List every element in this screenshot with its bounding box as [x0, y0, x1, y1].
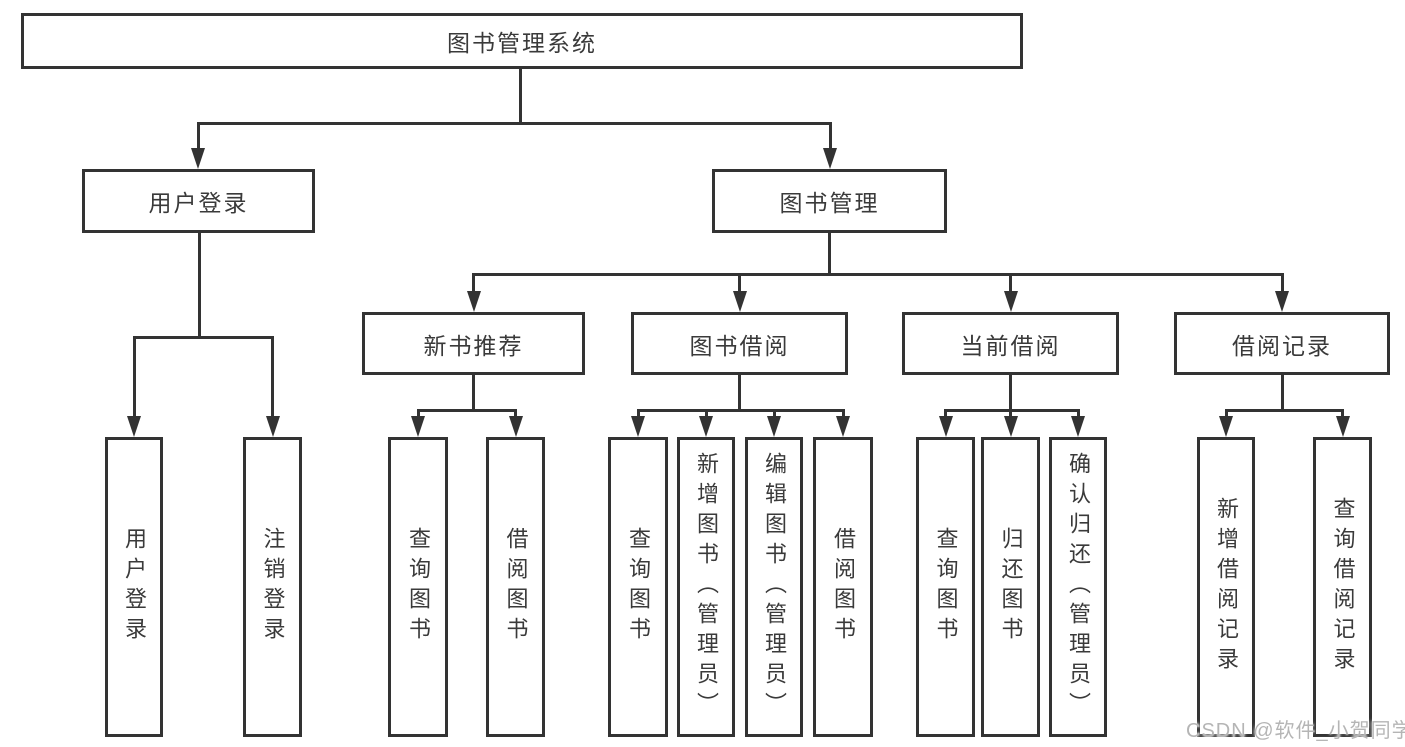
leaf-bb-borrow-books: 借阅图书	[813, 437, 873, 737]
connector-line	[472, 375, 475, 412]
connector-line	[271, 336, 274, 418]
node-current-borrow: 当前借阅	[902, 312, 1119, 375]
connector-line	[1009, 409, 1012, 419]
connector-line	[828, 122, 832, 150]
leaf-br-query-borrow-record: 查询借阅记录	[1313, 437, 1372, 737]
node-label: 查询借阅记录	[1330, 497, 1356, 677]
arrow-down	[1219, 416, 1233, 437]
node-user-login: 用户登录	[82, 169, 315, 233]
arrow-down	[191, 148, 205, 169]
arrow-down	[411, 416, 425, 437]
arrow-down	[1003, 416, 1018, 437]
connector-line	[636, 409, 845, 412]
connector-line	[1224, 409, 1344, 412]
arrow-down	[466, 291, 481, 312]
arrow-down	[127, 416, 141, 437]
connector-line	[416, 409, 517, 412]
connector-line	[636, 409, 640, 419]
connector-line	[132, 336, 136, 418]
node-label: 确认归还（管理员）	[1066, 452, 1091, 722]
node-label: 注销登录	[260, 527, 286, 647]
arrow-down	[1003, 291, 1018, 312]
node-label: 新书推荐	[423, 332, 524, 359]
node-label: 借阅记录	[1232, 332, 1332, 359]
connector-line	[1224, 409, 1228, 419]
leaf-br-add-borrow-record: 新增借阅记录	[1197, 437, 1255, 737]
node-label: 借阅图书	[503, 527, 529, 647]
connector-line	[472, 273, 475, 293]
connector-line	[196, 122, 200, 150]
arrow-down	[508, 416, 523, 437]
arrow-down	[1071, 416, 1085, 437]
leaf-nbr-borrow-books: 借阅图书	[486, 437, 545, 737]
connector-line	[519, 69, 522, 122]
connector-line	[841, 409, 845, 419]
csdn-watermark: CSDN @软件_小贺同学	[1186, 720, 1405, 742]
leaf-bb-edit-books-admin: 编辑图书（管理员）	[745, 437, 803, 737]
connector-line	[944, 409, 947, 419]
leaf-nbr-query-books: 查询图书	[388, 437, 448, 737]
node-label: 查询图书	[626, 527, 651, 647]
connector-line	[704, 409, 708, 419]
leaf-user-login: 用户登录	[105, 437, 163, 737]
connector-line	[1009, 375, 1012, 412]
node-label: 用户登录	[122, 527, 147, 647]
leaf-bb-add-books-admin: 新增图书（管理员）	[677, 437, 735, 737]
node-book-management: 图书管理	[712, 169, 947, 233]
arrow-down	[938, 416, 953, 437]
arrow-down	[823, 148, 837, 169]
leaf-cb-return-books: 归还图书	[981, 437, 1040, 737]
arrow-down	[767, 416, 781, 437]
connector-line	[196, 122, 832, 125]
arrow-down	[836, 416, 850, 437]
connector-line	[472, 273, 1282, 276]
node-label: 新增图书（管理员）	[694, 452, 719, 722]
connector-line	[828, 233, 831, 276]
connector-line	[132, 336, 274, 339]
node-label: 查询图书	[933, 527, 959, 647]
leaf-cb-query-books: 查询图书	[916, 437, 975, 737]
connector-line	[1280, 273, 1284, 293]
arrow-down	[265, 416, 280, 437]
node-label: 图书管理	[779, 190, 880, 216]
node-label: 借阅图书	[831, 527, 856, 647]
connector-line	[416, 409, 420, 419]
leaf-cb-confirm-return-admin: 确认归还（管理员）	[1049, 437, 1107, 737]
connector-line	[772, 409, 776, 419]
connector-line	[1280, 375, 1284, 412]
node-borrow-records: 借阅记录	[1174, 312, 1390, 375]
node-label: 新增借阅记录	[1214, 497, 1239, 677]
arrow-down	[1275, 291, 1289, 312]
node-root: 图书管理系统	[21, 13, 1023, 69]
connector-line	[197, 233, 201, 339]
arrow-down	[699, 416, 713, 437]
connector-line	[1009, 273, 1012, 293]
arrow-down	[1335, 416, 1350, 437]
arrow-down	[732, 291, 747, 312]
node-label: 用户登录	[148, 190, 249, 216]
connector-line	[738, 375, 741, 412]
leaf-bb-query-books: 查询图书	[608, 437, 668, 737]
connector-line	[1076, 409, 1080, 419]
node-label: 图书借阅	[689, 332, 790, 359]
node-label: 当前借阅	[960, 332, 1061, 359]
node-new-book-recommend: 新书推荐	[362, 312, 585, 375]
connector-line	[514, 409, 517, 419]
connector-line	[1341, 409, 1344, 419]
leaf-logout-login: 注销登录	[243, 437, 302, 737]
connector-line	[738, 273, 741, 293]
node-label: 归还图书	[998, 527, 1024, 647]
node-label: 编辑图书（管理员）	[762, 452, 787, 722]
arrow-down	[631, 416, 645, 437]
node-label: 图书管理系统	[447, 30, 597, 56]
node-book-borrow: 图书借阅	[631, 312, 848, 375]
node-label: 查询图书	[406, 527, 431, 647]
